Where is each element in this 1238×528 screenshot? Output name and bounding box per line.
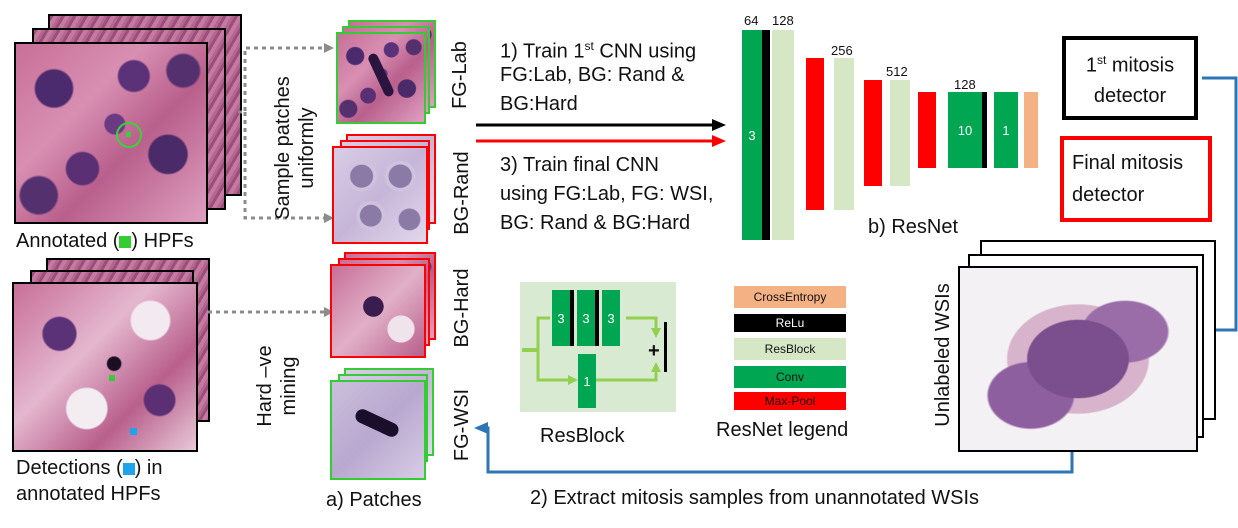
resnet-label-128b: 128 [954, 77, 976, 92]
detection-blue-dot [130, 428, 137, 435]
resnet-relu-2 [982, 92, 987, 168]
final-detector-box: Final mitosis detector [1060, 136, 1212, 222]
step3-line1: 3) Train final CNN [500, 154, 659, 176]
step1-line1: 1) Train 1st CNN using [500, 39, 697, 63]
mitosis-figure [366, 52, 396, 98]
legend-maxpool: Max-Pool [734, 392, 846, 410]
bg-rand-label: BG-Rand [451, 151, 473, 235]
resnet-label-128a: 128 [772, 13, 794, 28]
resnet-conv-1: 3 [742, 30, 762, 240]
hard-mining-text: Hard –ve mining [254, 345, 300, 427]
resnet-label-64: 64 [744, 13, 759, 28]
resblock-connections [522, 316, 661, 385]
step1-line3: BG:Hard [500, 93, 578, 115]
arrow-to-fg-lab [238, 43, 334, 114]
legend-title: ResNet legend [716, 419, 849, 441]
fg-wsi-label: FG-WSI [451, 388, 473, 462]
legend-relu: ReLu [734, 314, 846, 332]
detections-label-line2: annotated HPFs [16, 483, 161, 505]
bg-rand-patch [332, 146, 428, 244]
resnet-label-256: 256 [831, 43, 853, 58]
legend-crossentropy: CrossEntropy [734, 286, 846, 308]
resblock-conv-2: 3 [577, 290, 595, 346]
resblock-conv-3: 3 [602, 290, 620, 346]
fg-lab-label: FG-Lab [449, 41, 471, 109]
resblock-plus: + [648, 340, 660, 362]
arrow-to-bg-rand [243, 112, 334, 223]
detection-green-dot [109, 375, 115, 381]
annotation-circle [116, 122, 142, 148]
resblock-relu-2 [595, 290, 599, 346]
resnet-conv-3: 1 [994, 92, 1018, 168]
detections-label: Detections () in [16, 457, 163, 479]
resnet-caption: b) ResNet [868, 216, 959, 238]
annotation-dot [126, 132, 131, 137]
resnet-resblock-1 [772, 30, 794, 240]
annotated-hpf-image [14, 42, 208, 224]
unlabeled-wsis-label: Unlabeled WSIs [932, 283, 954, 427]
step1-line2: FG:Lab, BG: Rand & [500, 64, 685, 86]
resnet-label-512: 512 [886, 64, 908, 79]
resnet-maxpool-2 [864, 80, 882, 186]
step2-text: 2) Extract mitosis samples from unannota… [530, 487, 980, 509]
resblock-relu-1 [570, 290, 574, 346]
bg-hard-patch [330, 264, 426, 358]
resnet-maxpool-1 [806, 58, 824, 210]
bg-hard-label: BG-Hard [451, 268, 473, 348]
resnet-conv-2: 10 [948, 92, 982, 168]
legend-conv: Conv [734, 366, 846, 388]
resnet-maxpool-3 [918, 92, 936, 168]
first-detector-box: 1st mitosis detector [1062, 36, 1198, 120]
resnet-relu-1 [762, 30, 770, 240]
resblock-conv-1: 3 [552, 290, 570, 346]
resnet-crossentropy [1024, 92, 1038, 168]
resblock-conv-shortcut: 1 [578, 354, 596, 408]
annotated-hpfs-label: Annotated () HPFs [16, 230, 194, 252]
step3-line3: BG: Rand & BG:Hard [500, 212, 691, 234]
fg-lab-patch [336, 32, 426, 124]
arrow-wsi-to-fg-wsi [474, 422, 1074, 474]
wsi-image [958, 266, 1198, 452]
wsi-mitosis-figure [353, 406, 401, 440]
patches-caption: a) Patches [326, 489, 422, 511]
fg-wsi-patch [330, 380, 426, 480]
arrow-detector-to-wsi [1192, 76, 1238, 336]
resnet-resblock-3 [890, 80, 910, 186]
resnet-resblock-2 [834, 58, 854, 210]
resblock-caption: ResBlock [540, 425, 625, 447]
sample-patches-text: Sample patches uniformly [272, 76, 318, 220]
green-square-marker [119, 236, 132, 248]
step3-line2: using FG:Lab, FG: WSI, [500, 183, 714, 205]
detections-hpf-image [12, 282, 198, 452]
legend-resblock: ResBlock [734, 338, 846, 360]
resblock-relu-out [664, 322, 667, 372]
blue-square-marker [122, 463, 135, 475]
